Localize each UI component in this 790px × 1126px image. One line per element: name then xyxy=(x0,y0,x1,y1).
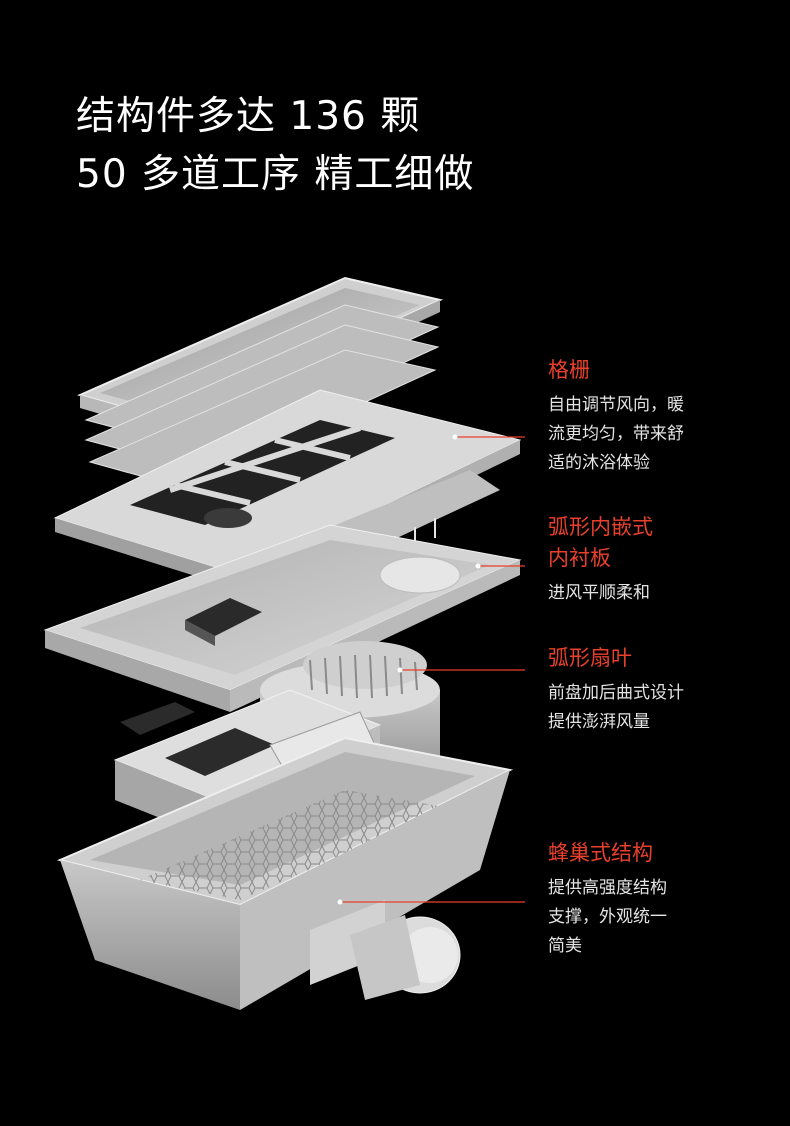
callout-inner-lining-title-line: 弧形内嵌式 xyxy=(548,515,653,539)
callout-arc-fan-title-line: 弧形扇叶 xyxy=(548,646,632,670)
callout-honeycomb-desc: 提供高强度结构 支撑，外观统一 简美 xyxy=(548,874,778,961)
callout-pointers xyxy=(337,434,525,905)
callout-inner-lining-desc-line: 进风平顺柔和 xyxy=(548,583,650,603)
callout-grille-desc-line: 适的沐浴体验 xyxy=(548,453,650,473)
headline-line-1: 结构件多达 136 颗 xyxy=(76,94,421,139)
callout-arc-fan: 弧形扇叶 前盘加后曲式设计 提供澎湃风量 xyxy=(548,643,778,737)
control-board xyxy=(185,598,262,646)
callout-grille-desc-line: 流更均匀，带来舒 xyxy=(548,424,684,444)
callout-arc-fan-desc-line: 前盘加后曲式设计 xyxy=(548,683,684,703)
callout-inner-lining: 弧形内嵌式 内衬板 进风平顺柔和 xyxy=(548,512,778,608)
callout-inner-lining-title: 弧形内嵌式 内衬板 xyxy=(548,512,778,574)
callout-inner-lining-title-line: 内衬板 xyxy=(548,546,611,570)
exploded-product-illustration xyxy=(43,276,525,1010)
callout-grille-title-line: 格栅 xyxy=(548,358,590,382)
headline-line-2: 50 多道工序 精工细做 xyxy=(76,152,475,197)
callout-grille-title: 格栅 xyxy=(548,355,778,386)
callout-honeycomb-desc-line: 提供高强度结构 xyxy=(548,878,667,898)
callout-honeycomb-title: 蜂巢式结构 xyxy=(548,838,778,869)
callout-arc-fan-desc-line: 提供澎湃风量 xyxy=(548,712,650,732)
callout-grille: 格栅 自由调节风向，暖 流更均匀，带来舒 适的沐浴体验 xyxy=(548,355,778,478)
callout-honeycomb-desc-line: 简美 xyxy=(548,936,582,956)
callout-arc-fan-desc: 前盘加后曲式设计 提供澎湃风量 xyxy=(548,679,778,737)
honeycomb-housing xyxy=(56,736,514,1010)
callout-honeycomb: 蜂巢式结构 提供高强度结构 支撑，外观统一 简美 xyxy=(548,838,778,961)
callout-inner-lining-desc: 进风平顺柔和 xyxy=(548,579,778,608)
callout-arc-fan-title: 弧形扇叶 xyxy=(548,643,778,674)
headline: 结构件多达 136 颗 50 多道工序 精工细做 xyxy=(76,88,474,204)
callout-honeycomb-desc-line: 支撑，外观统一 xyxy=(548,907,667,927)
callout-grille-desc: 自由调节风向，暖 流更均匀，带来舒 适的沐浴体验 xyxy=(548,391,778,478)
callout-honeycomb-title-line: 蜂巢式结构 xyxy=(548,841,653,865)
callout-grille-desc-line: 自由调节风向，暖 xyxy=(548,395,684,415)
air-duct-outlet xyxy=(350,915,461,1000)
